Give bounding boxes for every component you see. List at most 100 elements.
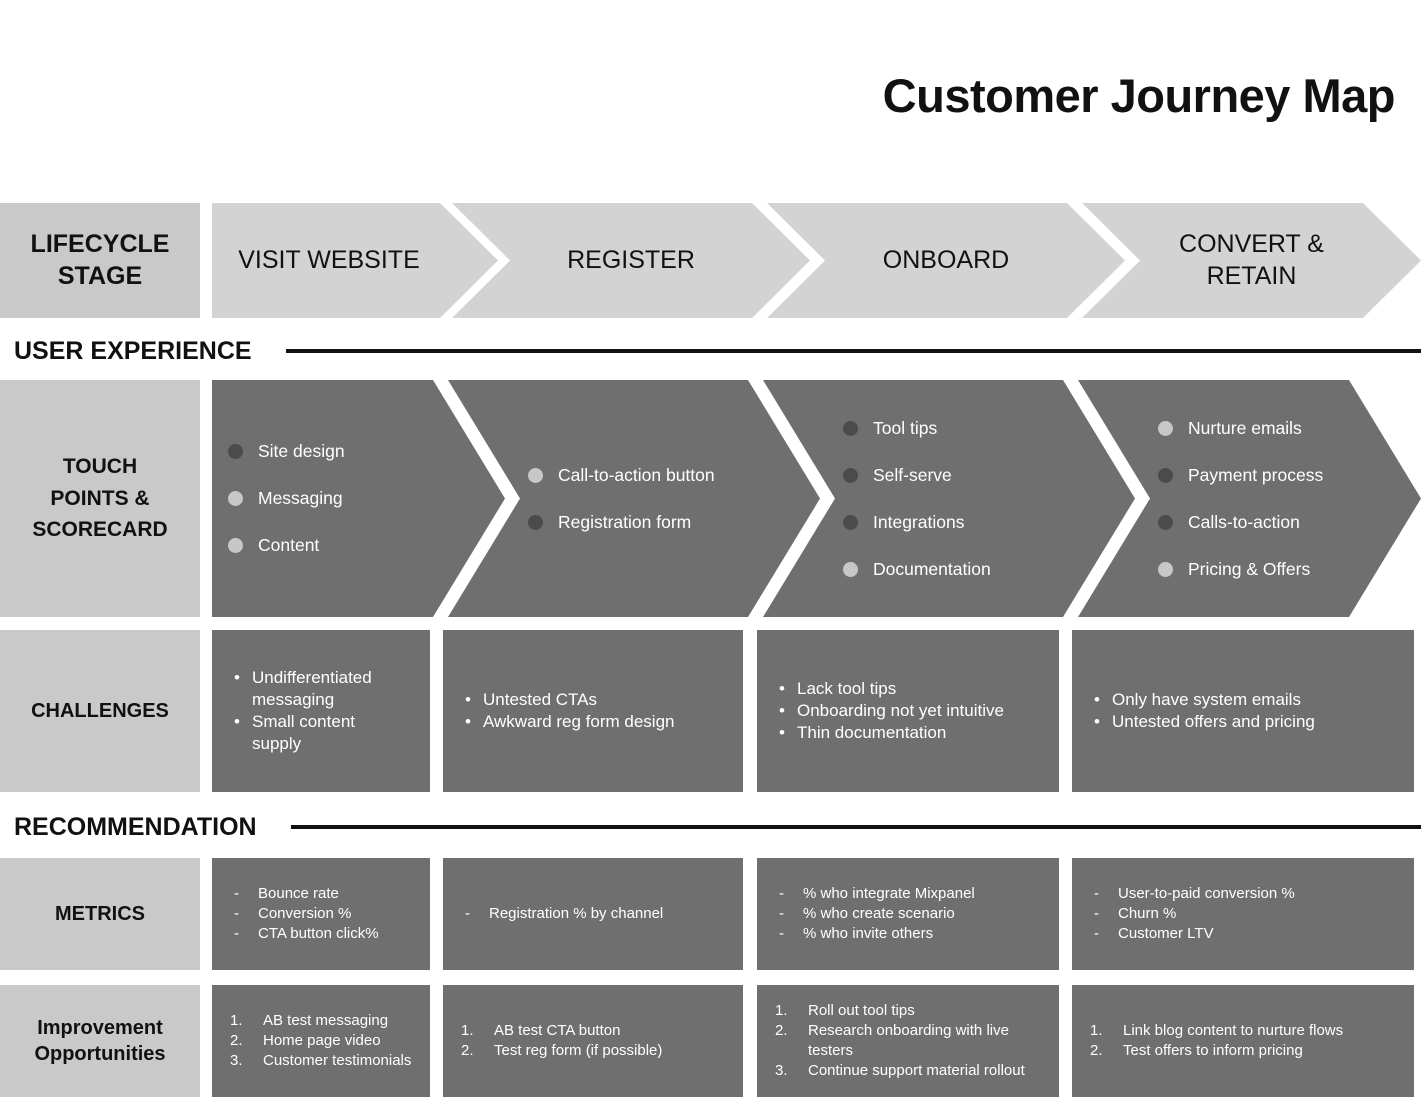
row-label-improvement-opportunities: Improvement Opportunities	[0, 985, 200, 1097]
touchpoint-label: Messaging	[258, 488, 343, 508]
row-label-challenges: CHALLENGES	[0, 630, 200, 792]
touchpoint-item: Integrations	[843, 512, 1135, 533]
row-label-metrics: METRICS	[0, 858, 200, 970]
improvements-convert-retain: Link blog content to nurture flows Test …	[1072, 985, 1414, 1097]
metric-item: % who invite others	[779, 924, 1043, 944]
touchpoint-item: Content	[228, 535, 505, 556]
scorecard-dot-icon	[1158, 562, 1173, 577]
improvement-item: Link blog content to nurture flows	[1123, 1022, 1344, 1039]
stage-arrow-register: REGISTER	[452, 203, 810, 318]
improvements-visit-website: AB test messaging Home page video Custom…	[212, 985, 430, 1097]
scorecard-dot-icon	[228, 444, 243, 459]
touchpoint-label: Site design	[258, 441, 345, 461]
touchpoint-item: Calls-to-action	[1158, 512, 1421, 533]
touchpoint-list: Site design Messaging Content	[212, 380, 505, 617]
challenge-item: Small content supply	[234, 711, 396, 755]
scorecard-dot-icon	[843, 421, 858, 436]
improvement-list: AB test CTA button Test reg form (if pos…	[461, 1021, 729, 1061]
scorecard-dot-icon	[228, 491, 243, 506]
touchpoint-label: Self-serve	[873, 464, 952, 485]
touchpoint-item: Self-serve	[843, 465, 1135, 486]
metric-item: Customer LTV	[1094, 924, 1398, 944]
metric-item: % who create scenario	[779, 904, 1043, 924]
challenges-convert-retain: Only have system emails Untested offers …	[1072, 630, 1414, 792]
challenge-item: Thin documentation	[779, 722, 1037, 744]
touchpoint-label: Nurture emails	[1188, 417, 1302, 438]
divider-line	[285, 349, 1421, 353]
challenge-item: Untested offers and pricing	[1094, 711, 1392, 733]
improvement-item: Test reg form (if possible)	[494, 1042, 663, 1059]
divider-line	[290, 825, 1421, 829]
improvements-register: AB test CTA button Test reg form (if pos…	[443, 985, 743, 1097]
challenges-register: Untested CTAs Awkward reg form design	[443, 630, 743, 792]
challenge-item: Lack tool tips	[779, 678, 1037, 700]
touchpoint-label: Call-to-action button	[558, 464, 715, 485]
challenge-item: Onboarding not yet intuitive	[779, 700, 1037, 722]
touchpoint-label: Documentation	[873, 558, 991, 579]
improvement-item: AB test CTA button	[494, 1022, 621, 1039]
touchpoint-item: Pricing & Offers	[1158, 559, 1421, 580]
challenge-item: Awkward reg form design	[465, 711, 721, 733]
touchpoint-item: Tool tips	[843, 418, 1135, 439]
challenges-visit-website: Undifferentiated messaging Small content…	[212, 630, 430, 792]
touchpoint-label: Tool tips	[873, 417, 938, 438]
stage-arrow-convert-retain: CONVERT & RETAIN	[1082, 203, 1421, 318]
improvement-list: AB test messaging Home page video Custom…	[230, 1011, 416, 1071]
section-user-experience: USER EXPERIENCE	[0, 336, 1421, 366]
row-label-lifecycle-stage: LIFECYCLE STAGE	[0, 203, 200, 318]
touchpoint-label: Payment process	[1188, 464, 1324, 485]
touchpoint-label: Calls-to-action	[1188, 511, 1300, 532]
challenge-item: Untested CTAs	[465, 689, 721, 711]
section-title-recommendation: RECOMMENDATION	[14, 812, 257, 841]
row-label-touch-points: TOUCH POINTS & SCORECARD	[0, 380, 200, 617]
touchpoint-label: Content	[258, 535, 320, 555]
improvement-item: AB test messaging	[263, 1012, 389, 1029]
metric-item: Conversion %	[234, 904, 414, 924]
scorecard-dot-icon	[843, 468, 858, 483]
metric-item: Registration % by channel	[465, 904, 727, 924]
touchpoint-list: Call-to-action button Registration form	[448, 380, 820, 617]
improvements-onboard: Roll out tool tips Research onboarding w…	[757, 985, 1059, 1097]
metric-item: CTA button click%	[234, 924, 414, 944]
improvement-list: Roll out tool tips Research onboarding w…	[775, 1001, 1045, 1081]
metrics-convert-retain: User-to-paid conversion % Churn % Custom…	[1072, 858, 1414, 970]
scorecard-dot-icon	[228, 538, 243, 553]
stage-arrow-visit-website: VISIT WEBSITE	[212, 203, 498, 318]
metrics-register: Registration % by channel	[443, 858, 743, 970]
touchpoint-item: Site design	[228, 441, 505, 462]
metric-item: Churn %	[1094, 904, 1398, 924]
touchpoint-item: Call-to-action button	[528, 465, 820, 486]
touchpoint-item: Nurture emails	[1158, 418, 1421, 439]
touchpoint-label: Integrations	[873, 511, 965, 532]
scorecard-dot-icon	[843, 562, 858, 577]
improvement-item: Continue support material rollout	[808, 1062, 1025, 1079]
touchpoint-label: Pricing & Offers	[1188, 558, 1311, 579]
challenge-item: Only have system emails	[1094, 689, 1392, 711]
touchpoint-list: Nurture emails Payment process Calls-to-…	[1078, 380, 1421, 617]
page-title: Customer Journey Map	[882, 69, 1396, 122]
improvement-item: Roll out tool tips	[808, 1002, 915, 1019]
scorecard-dot-icon	[528, 515, 543, 530]
scorecard-dot-icon	[528, 468, 543, 483]
improvement-item: Research onboarding with live testers	[808, 1022, 1009, 1059]
improvement-item: Home page video	[263, 1032, 381, 1049]
challenges-onboard: Lack tool tips Onboarding not yet intuit…	[757, 630, 1059, 792]
challenge-item: Undifferentiated messaging	[234, 667, 396, 711]
scorecard-dot-icon	[843, 515, 858, 530]
metrics-onboard: % who integrate Mixpanel % who create sc…	[757, 858, 1059, 970]
touchpoint-item: Registration form	[528, 512, 820, 533]
metrics-visit-website: Bounce rate Conversion % CTA button clic…	[212, 858, 430, 970]
scorecard-dot-icon	[1158, 515, 1173, 530]
touchpoint-item: Documentation	[843, 559, 1135, 580]
improvement-item: Customer testimonials	[263, 1052, 412, 1069]
section-recommendation: RECOMMENDATION	[0, 812, 1421, 842]
improvement-list: Link blog content to nurture flows Test …	[1090, 1021, 1400, 1061]
section-title-user-experience: USER EXPERIENCE	[14, 336, 252, 365]
touchpoint-item: Messaging	[228, 488, 505, 509]
touchpoint-label: Registration form	[558, 511, 692, 532]
metric-item: Bounce rate	[234, 884, 414, 904]
scorecard-dot-icon	[1158, 468, 1173, 483]
metric-item: User-to-paid conversion %	[1094, 884, 1398, 904]
metric-item: % who integrate Mixpanel	[779, 884, 1043, 904]
